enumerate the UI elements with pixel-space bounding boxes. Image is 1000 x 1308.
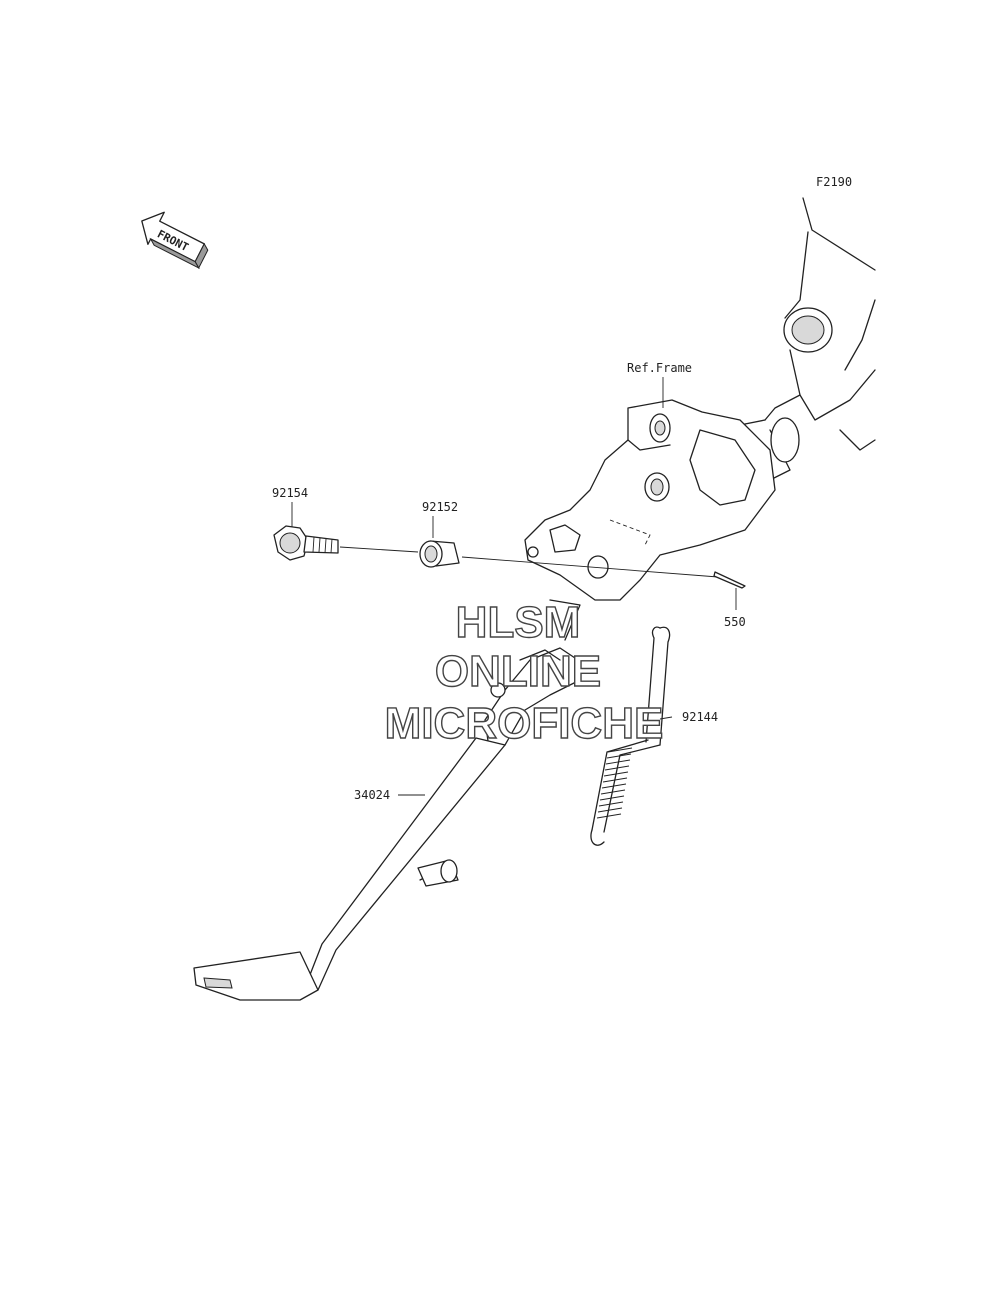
front-arrow-icon: FRONT: [141, 211, 209, 270]
collar-part-number: 92152: [422, 500, 458, 514]
side-stand: [193, 599, 581, 1001]
side-stand-part-number: 34024: [354, 788, 390, 802]
cotter-pin-part-number: 550: [724, 615, 746, 629]
figure-code: F2190: [816, 175, 852, 189]
cotter-pin: [713, 571, 746, 589]
spring-part-number: 92144: [682, 710, 718, 724]
watermark-line-1: HLSM: [456, 598, 581, 647]
bolt-part-number: 92154: [272, 486, 308, 500]
ref-frame-label: Ref.Frame: [627, 361, 692, 375]
watermark-line-2: ONLINE: [435, 647, 601, 696]
bolt: [273, 525, 339, 561]
collar: [419, 540, 460, 568]
spring: [590, 626, 671, 846]
watermark-line-3: MICROFICHE: [385, 699, 664, 748]
frame-assembly: [524, 197, 876, 601]
frame-bracket: [524, 399, 776, 601]
